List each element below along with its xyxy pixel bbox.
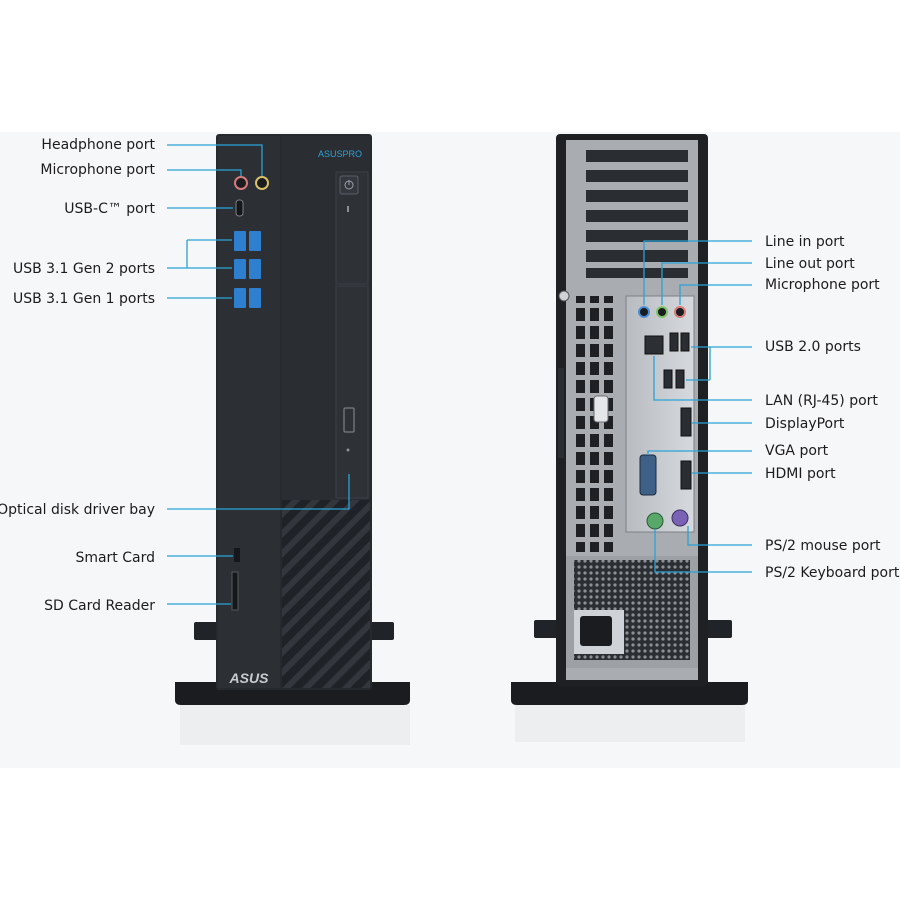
case-screw [558, 290, 570, 302]
usb2-port-2[interactable] [680, 332, 690, 352]
front-grille [282, 500, 370, 688]
label-usb-2-ports: USB 2.0 ports [765, 339, 861, 355]
label-hdmi-port: HDMI port [765, 466, 836, 482]
optical-drive-bay [335, 285, 369, 499]
optical-activity-led [346, 448, 350, 452]
label-optical-bay: Optical disk driver bay [0, 502, 155, 518]
usb-gen2-port-4[interactable] [249, 259, 261, 279]
usb-gen2-port-1[interactable] [234, 231, 246, 251]
rear-reflection [515, 702, 745, 742]
rear-vent [572, 296, 618, 552]
asuspro-badge: ASUSPRO [318, 149, 362, 159]
usb-gen2-port-2[interactable] [249, 231, 261, 251]
asus-logo: ASUS [229, 670, 270, 686]
usb2-port-1[interactable] [669, 332, 679, 352]
front-headphone-jack[interactable] [255, 176, 269, 190]
label-displayport: DisplayPort [765, 416, 845, 432]
ps2-keyboard-port[interactable] [646, 512, 664, 530]
front-mic-jack[interactable] [234, 176, 248, 190]
rear-callouts: Line in port Line out port Microphone po… [643, 234, 900, 581]
product-diagram-background [0, 132, 900, 768]
label-sd-card-reader: SD Card Reader [44, 598, 155, 614]
label-headphone-port: Headphone port [41, 137, 155, 153]
front-reflection [180, 705, 410, 745]
label-smart-card: Smart Card [75, 550, 155, 566]
label-lan-port: LAN (RJ-45) port [765, 393, 878, 409]
lan-port[interactable] [644, 335, 664, 355]
hdmi-port[interactable] [680, 460, 692, 490]
thumbscrew [593, 395, 609, 423]
label-microphone-port: Microphone port [40, 162, 155, 178]
hdd-led [347, 206, 349, 212]
usb-c-port[interactable] [235, 199, 244, 217]
rear-line-in-jack[interactable] [638, 306, 650, 318]
expansion-slots [586, 150, 688, 278]
power-inlet[interactable] [580, 616, 612, 646]
rear-mic-jack[interactable] [674, 306, 686, 318]
ps2-mouse-port[interactable] [671, 509, 689, 527]
label-line-in-port: Line in port [765, 234, 845, 250]
label-usb-gen1-ports: USB 3.1 Gen 1 ports [13, 291, 155, 307]
rear-unit [511, 134, 748, 742]
rear-stand-base [511, 682, 748, 705]
label-vga-port: VGA port [765, 443, 829, 459]
label-ps2-keyboard-port: PS/2 Keyboard port [765, 565, 900, 581]
usb-gen1-port-1[interactable] [234, 288, 246, 308]
sd-card-slot[interactable] [231, 571, 239, 611]
label-ps2-mouse-port: PS/2 mouse port [765, 538, 881, 554]
rear-line-out-jack[interactable] [656, 306, 668, 318]
usb-3-1-ports [234, 231, 261, 308]
usb2-port-3[interactable] [663, 369, 673, 389]
label-usb-c-port: USB-C™ port [64, 201, 155, 217]
front-unit: ASUSPRO ASUS [175, 134, 410, 745]
usb2-port-4[interactable] [675, 369, 685, 389]
front-left-panel [218, 136, 280, 688]
optical-eject-button[interactable] [343, 407, 355, 433]
front-callouts: Headphone port Microphone port USB-C™ po… [0, 137, 350, 614]
label-line-out-port: Line out port [765, 256, 855, 272]
smart-card-slot[interactable] [234, 548, 240, 562]
vga-port[interactable] [639, 454, 657, 496]
side-handle [558, 368, 564, 458]
label-usb-gen2-ports: USB 3.1 Gen 2 ports [13, 261, 155, 277]
usb-gen2-port-3[interactable] [234, 259, 246, 279]
label-microphone-port-rear: Microphone port [765, 277, 880, 293]
usb-gen1-port-2[interactable] [249, 288, 261, 308]
displayport-port[interactable] [680, 407, 692, 437]
